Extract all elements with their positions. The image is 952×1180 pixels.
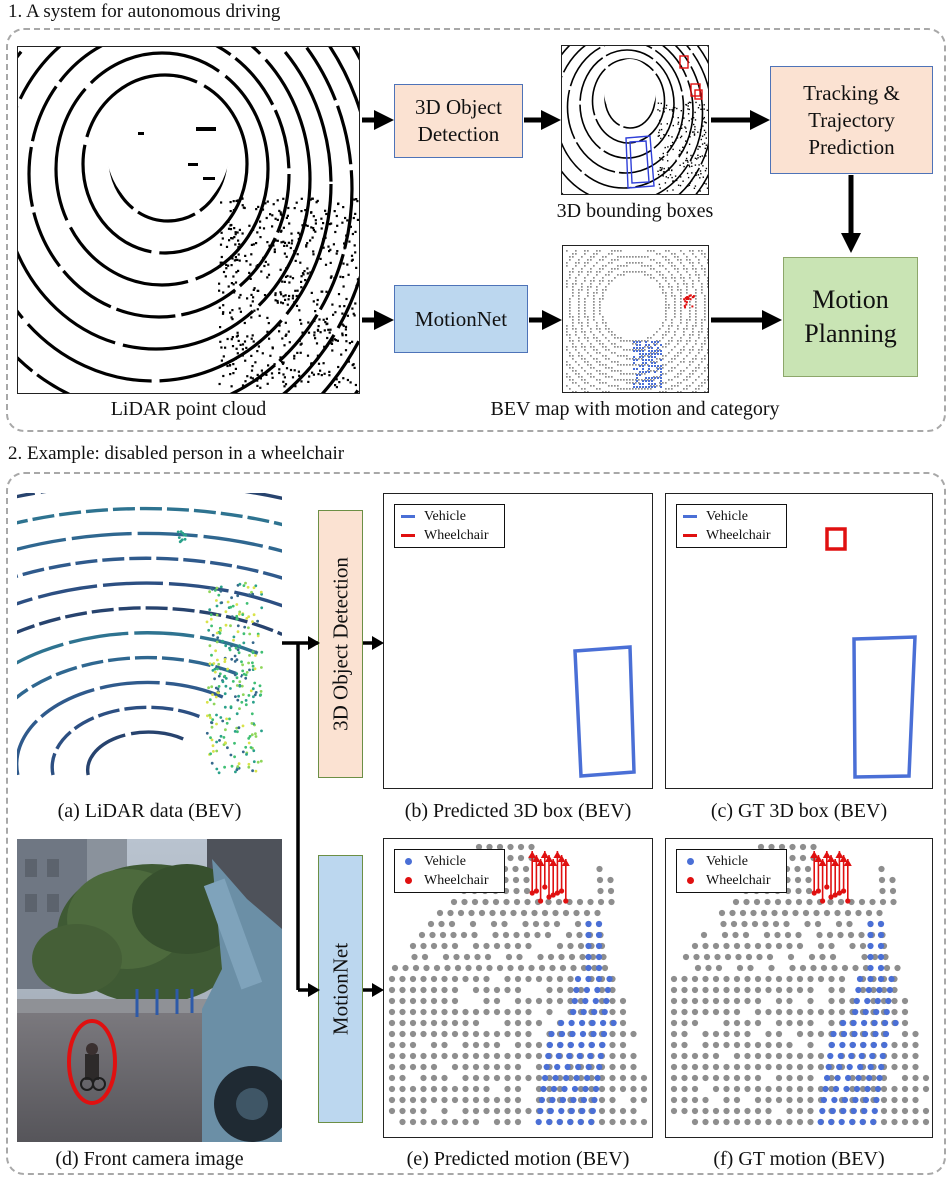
tracking-box: Tracking & Trajectory Prediction bbox=[770, 66, 933, 174]
gt-wheelchair-box bbox=[827, 529, 845, 549]
caption-f: (f) GT motion (BEV) bbox=[665, 1148, 933, 1171]
caption-c: (c) GT 3D box (BEV) bbox=[665, 800, 933, 823]
motionnet-box: MotionNet bbox=[394, 285, 528, 353]
tracking-label-line1: Tracking & bbox=[803, 80, 900, 107]
lidar-point-cloud-image bbox=[17, 46, 360, 394]
lidar-bev-image bbox=[17, 493, 282, 789]
caption-d: (d) Front camera image bbox=[17, 1148, 282, 1171]
tracking-label-line3: Prediction bbox=[808, 134, 894, 161]
vehicle-legend-marker bbox=[405, 858, 412, 865]
vehicle-legend-marker bbox=[687, 858, 694, 865]
planning-label-line2: Planning bbox=[804, 317, 896, 351]
vehicle-legend-marker bbox=[683, 515, 697, 518]
predicted-vehicle-box bbox=[575, 647, 634, 776]
vertical-motionnet-label: MotionNet bbox=[328, 943, 353, 1035]
caption-b: (b) Predicted 3D box (BEV) bbox=[383, 800, 653, 823]
legend-wheelchair-label: Wheelchair bbox=[706, 873, 771, 889]
section1-title: 1. A system for autonomous driving bbox=[8, 1, 280, 23]
legend-vehicle-label: Vehicle bbox=[424, 854, 466, 870]
bev-map-image bbox=[562, 245, 709, 393]
legend-c: Vehicle Wheelchair bbox=[676, 504, 787, 548]
vehicle-legend-marker bbox=[401, 515, 415, 518]
wheelchair-legend-marker bbox=[687, 877, 694, 884]
legend-vehicle-label: Vehicle bbox=[706, 509, 748, 525]
gt-3d-box-panel: Vehicle Wheelchair bbox=[665, 493, 933, 789]
front-camera-image bbox=[17, 839, 282, 1142]
vertical-detection-label: 3D Object Detection bbox=[328, 557, 353, 731]
vertical-motionnet-box: MotionNet bbox=[318, 855, 363, 1123]
legend-wheelchair-label: Wheelchair bbox=[706, 528, 771, 544]
planning-label-line1: Motion bbox=[812, 283, 889, 317]
detection-label-line2: Detection bbox=[418, 121, 500, 148]
legend-wheelchair-label: Wheelchair bbox=[424, 528, 489, 544]
legend-e: Vehicle Wheelchair bbox=[394, 849, 505, 893]
legend-vehicle-label: Vehicle bbox=[424, 509, 466, 525]
motionnet-label: MotionNet bbox=[415, 306, 507, 333]
legend-b: Vehicle Wheelchair bbox=[394, 504, 505, 548]
gt-vehicle-box bbox=[854, 637, 915, 777]
lidar-caption: LiDAR point cloud bbox=[17, 398, 360, 421]
predicted-3d-box-panel: Vehicle Wheelchair bbox=[383, 493, 653, 789]
predicted-motion-panel: Vehicle Wheelchair bbox=[383, 838, 653, 1138]
wheelchair-legend-marker bbox=[405, 877, 412, 884]
bev-map-caption: BEV map with motion and category bbox=[455, 398, 815, 421]
bounding-boxes-caption: 3D bounding boxes bbox=[520, 200, 750, 223]
legend-vehicle-label: Vehicle bbox=[706, 854, 748, 870]
wheelchair-legend-marker bbox=[401, 534, 415, 537]
section2-title: 2. Example: disabled person in a wheelch… bbox=[8, 443, 344, 465]
bounding-boxes-image bbox=[561, 45, 709, 195]
legend-f: Vehicle Wheelchair bbox=[676, 849, 787, 893]
motion-planning-box: Motion Planning bbox=[783, 257, 918, 377]
detection-box: 3D Object Detection bbox=[394, 84, 523, 158]
caption-e: (e) Predicted motion (BEV) bbox=[383, 1148, 653, 1171]
wheelchair-legend-marker bbox=[683, 534, 697, 537]
caption-a: (a) LiDAR data (BEV) bbox=[17, 800, 282, 823]
tracking-label-line2: Trajectory bbox=[808, 107, 895, 134]
vertical-detection-box: 3D Object Detection bbox=[318, 510, 363, 778]
gt-motion-panel: Vehicle Wheelchair bbox=[665, 838, 933, 1138]
legend-wheelchair-label: Wheelchair bbox=[424, 873, 489, 889]
detection-label-line1: 3D Object bbox=[415, 94, 502, 121]
